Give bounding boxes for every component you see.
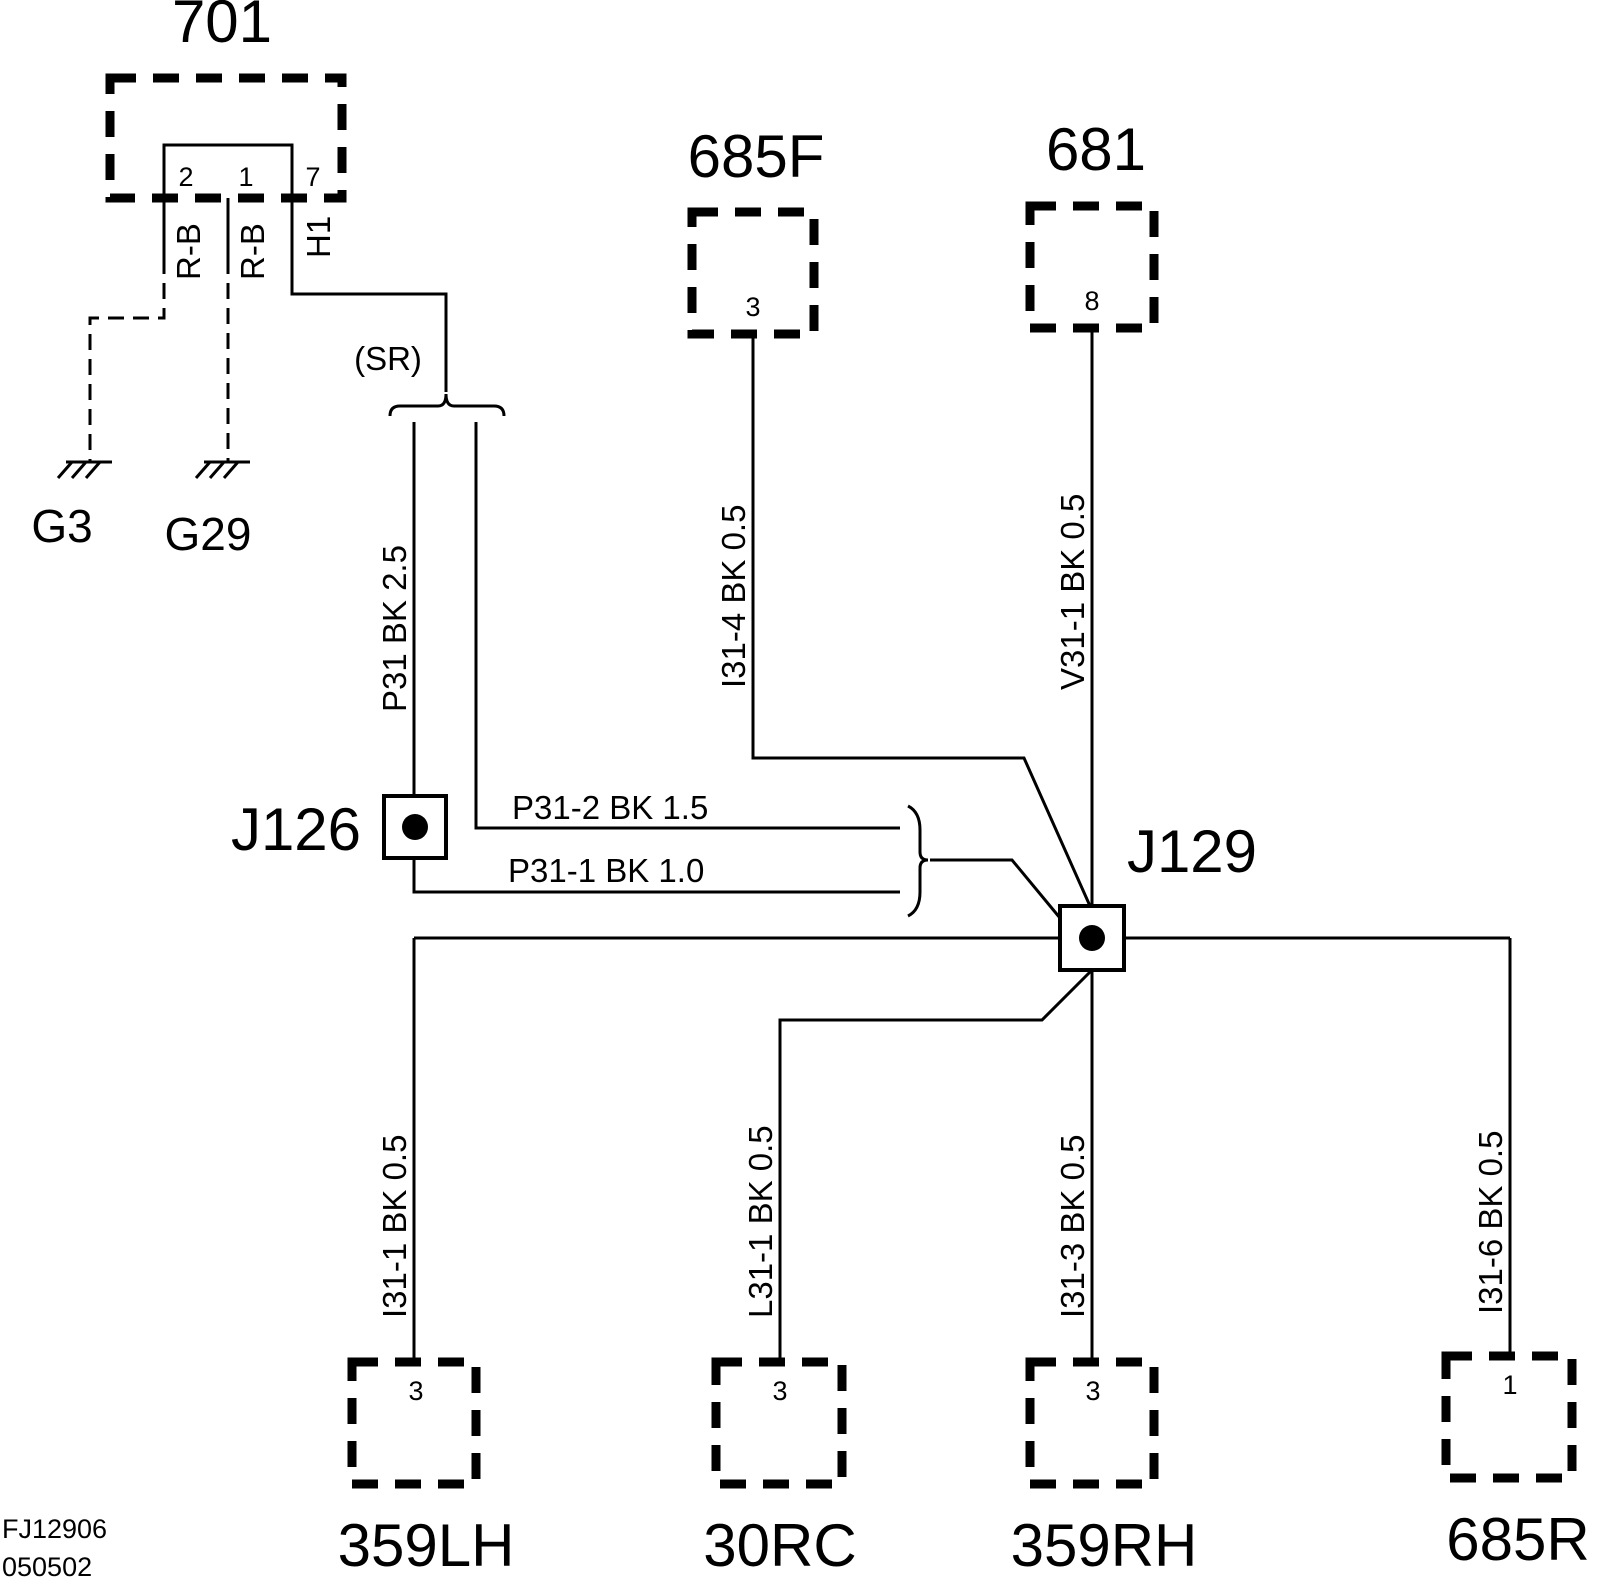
footer-code: FJ12906 — [2, 1514, 107, 1544]
ground-g29-symbol — [194, 460, 250, 479]
ground-g3-symbol — [56, 460, 112, 479]
wire-label-p31-1: P31-1 BK 1.0 — [508, 852, 704, 889]
connector-685f-pin: 3 — [745, 292, 760, 322]
connector-701-label: 701 — [172, 0, 272, 55]
wire-label-i31-1: I31-1 BK 0.5 — [376, 1135, 413, 1318]
wire-label-p31-2: P31-2 BK 1.5 — [512, 789, 708, 826]
splice-j129-label: J129 — [1127, 818, 1257, 885]
connector-685r-box — [1441, 1351, 1577, 1483]
connector-701-pin-7: 7 — [305, 162, 320, 192]
connector-359rh-box — [1025, 1357, 1159, 1489]
connector-359rh-pin: 3 — [1085, 1376, 1100, 1406]
wire-label-l31-1: L31-1 BK 0.5 — [742, 1125, 779, 1318]
wire-label-rb-right: R-B — [234, 223, 271, 280]
connector-701-inner-frame — [162, 143, 294, 198]
connector-30rc-label: 30RC — [703, 1512, 856, 1579]
wire-rb-left-dashed — [88, 258, 166, 462]
connector-685r-label: 685R — [1446, 1506, 1589, 1573]
wire-label-sr: (SR) — [354, 340, 422, 377]
connector-685r-pin: 1 — [1502, 1370, 1517, 1400]
connector-701-pin-2: 2 — [178, 162, 193, 192]
splice-j126-label: J126 — [231, 796, 361, 863]
wire-h1 — [290, 198, 448, 392]
connector-701-pin-1: 1 — [238, 162, 253, 192]
connector-681-label: 681 — [1046, 116, 1146, 183]
connector-30rc-box — [711, 1357, 847, 1489]
wire-p31-1 — [412, 858, 900, 894]
wire-label-i31-6: I31-6 BK 0.5 — [1472, 1131, 1509, 1314]
ground-g3-label: G3 — [31, 500, 92, 552]
wire-l31-1 — [778, 968, 1094, 1362]
splice-j126-dot — [402, 814, 428, 840]
wire-label-h1: H1 — [300, 216, 337, 258]
wire-label-v31-1: V31-1 BK 0.5 — [1054, 494, 1091, 690]
footer-date: 050502 — [2, 1552, 92, 1582]
wire-i31-4 — [751, 334, 1092, 907]
ground-g29-label: G29 — [165, 508, 252, 560]
connector-359lh-box — [347, 1357, 481, 1489]
wire-label-i31-3: I31-3 BK 0.5 — [1054, 1135, 1091, 1318]
connector-359lh-label: 359LH — [338, 1512, 515, 1579]
splice-j129-dot — [1079, 925, 1105, 951]
connector-685f-label: 685F — [688, 123, 825, 190]
wire-label-i31-4: I31-4 BK 0.5 — [715, 505, 752, 688]
wire-label-p31: P31 BK 2.5 — [376, 545, 413, 712]
connector-359rh-label: 359RH — [1011, 1512, 1198, 1579]
connector-359lh-pin: 3 — [408, 1376, 423, 1406]
wire-brace-to-j129 — [930, 858, 1062, 919]
brace-sr — [388, 393, 506, 417]
brace-j129 — [907, 804, 929, 918]
wire-label-rb-left: R-B — [170, 223, 207, 280]
connector-681-pin: 8 — [1084, 286, 1099, 316]
wire-p31-2 — [474, 422, 900, 830]
connector-30rc-pin: 3 — [772, 1376, 787, 1406]
